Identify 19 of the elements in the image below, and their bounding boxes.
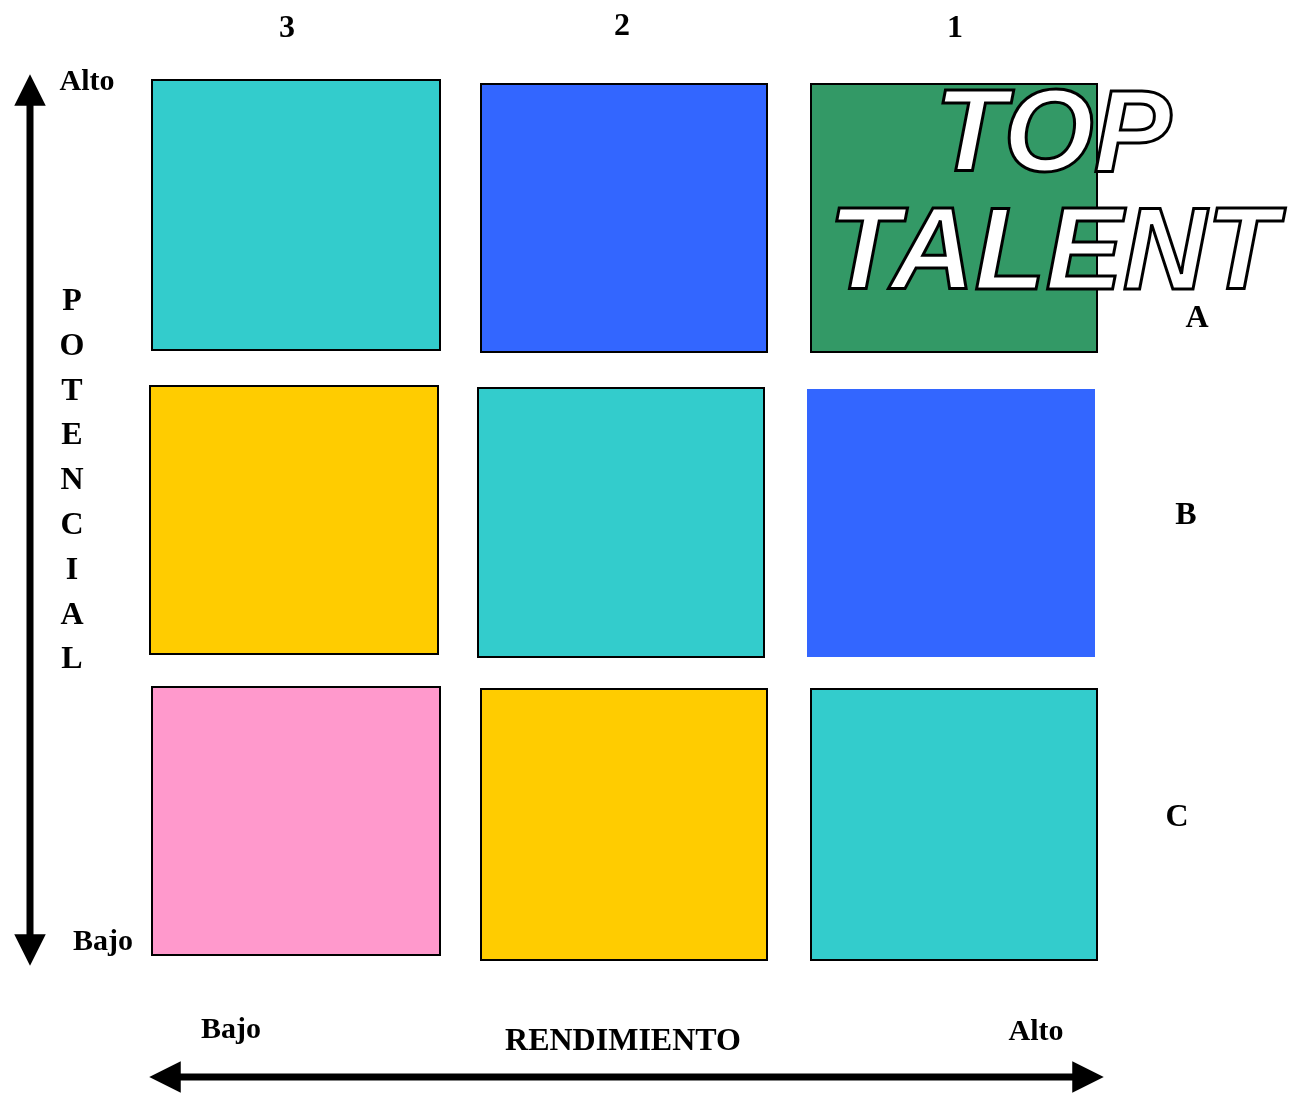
column-number: 3 — [279, 10, 295, 42]
axis-end-label: Bajo — [73, 925, 133, 955]
axis-end-label: Bajo — [201, 1013, 261, 1043]
axis-title: RENDIMIENTO — [505, 1023, 741, 1055]
row-letter: C — [1165, 799, 1189, 831]
row-letter: B — [1175, 497, 1197, 529]
column-number: 2 — [614, 8, 630, 40]
axis-end-label: Alto — [1008, 1015, 1064, 1045]
matrix-cell-square — [477, 387, 765, 658]
axis-end-label: Alto — [59, 65, 115, 95]
matrix-cell-square — [151, 79, 441, 351]
column-number: 1 — [947, 10, 963, 42]
matrix-cell-square — [810, 688, 1098, 961]
matrix-cell-square — [807, 389, 1095, 657]
axis-title: POTENCIAL — [58, 280, 86, 678]
matrix-cell-square — [149, 385, 439, 655]
matrix-cell-square — [480, 83, 768, 353]
matrix-cell-square — [151, 686, 441, 956]
matrix-cell-square — [480, 688, 768, 961]
